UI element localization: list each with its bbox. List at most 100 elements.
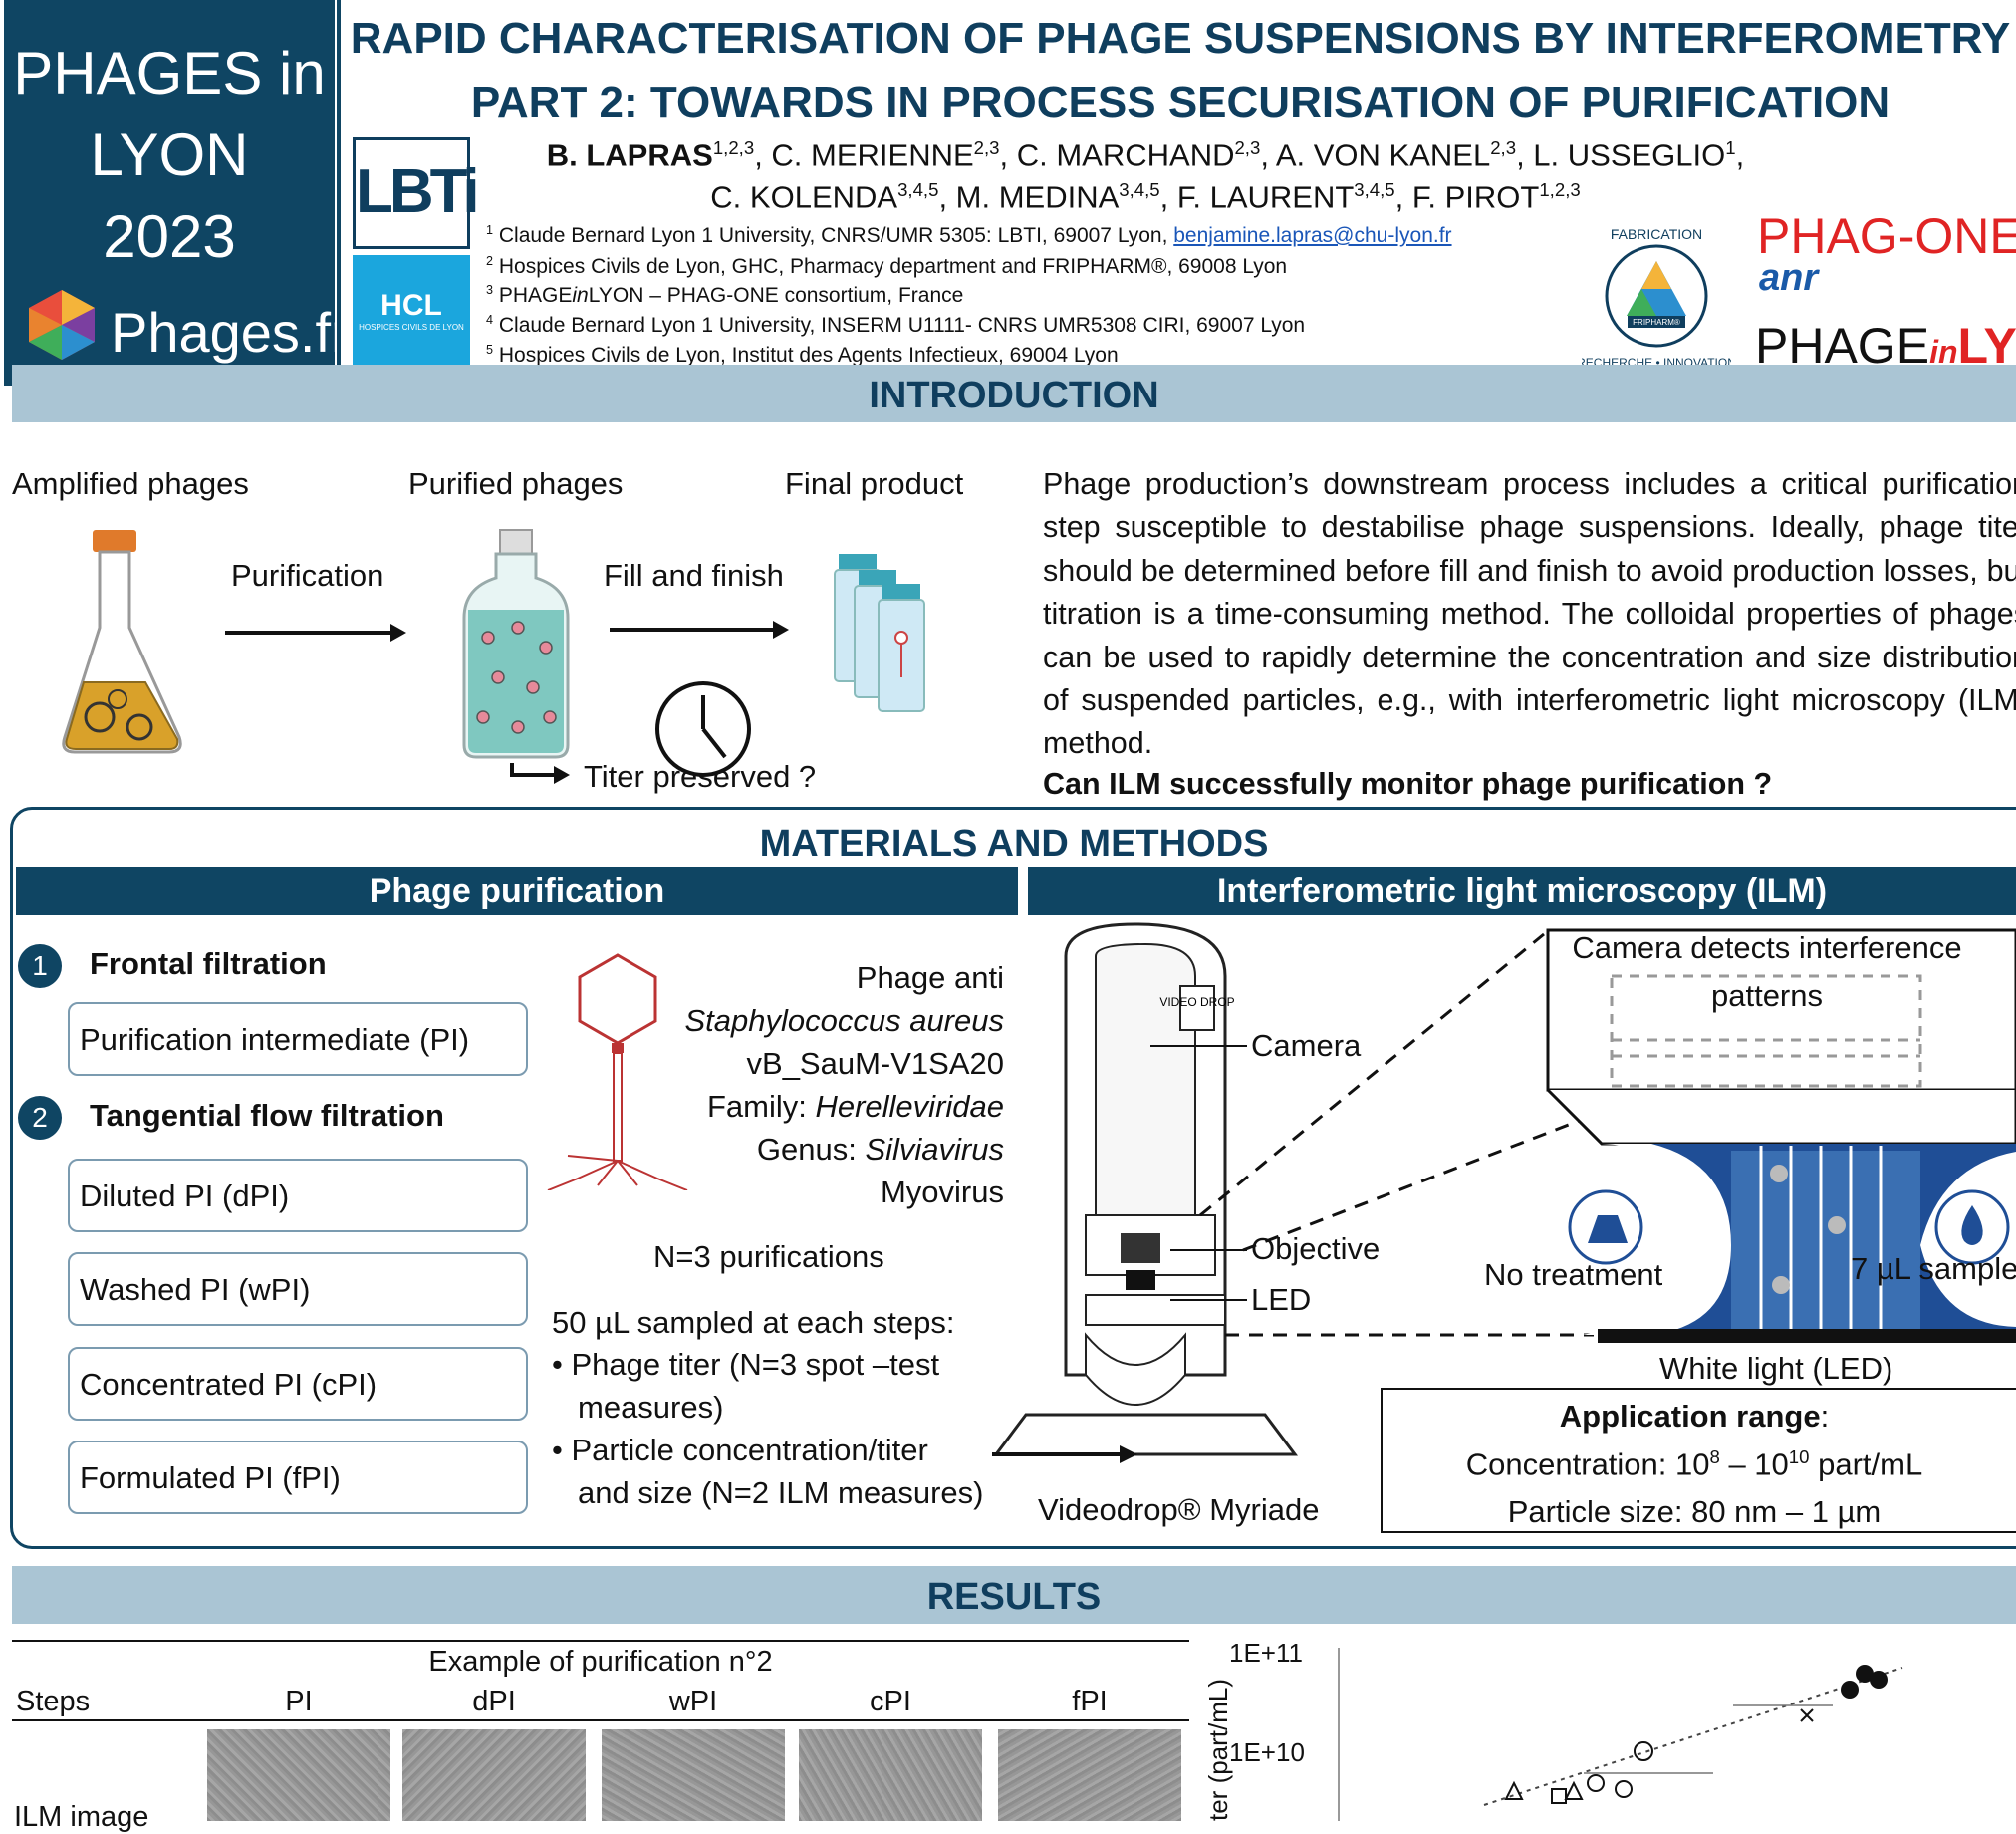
brand-line-1: PHAGES in — [13, 40, 326, 107]
bullet-1: • Phage titer (N=3 spot –test — [552, 1347, 940, 1382]
phage-line-6: Myovirus — [880, 1175, 1004, 1209]
application-range-title: Application range: — [1559, 1399, 1830, 1434]
conference-brand-panel: PHAGES in LYON 2023 Phages.fr — [4, 0, 350, 386]
phage-purification-heading: Phage purification — [16, 867, 1018, 915]
phage-icon — [547, 953, 688, 1190]
lbti-logo: LBTi — [353, 137, 480, 249]
data-point — [1856, 1665, 1874, 1683]
data-point — [1800, 1708, 1814, 1722]
poster-title-line-2: PART 2: TOWARDS IN PROCESS SECURISATION … — [470, 78, 1890, 127]
ilm-image-dpi — [402, 1729, 586, 1821]
phage-line-1: Phage anti — [856, 960, 1004, 995]
vials-icon — [834, 554, 925, 712]
application-range-concentration: Concentration: 108 – 1010 part/mL — [1465, 1446, 1923, 1482]
ilm-heading: Interferometric light microscopy (ILM) — [1028, 867, 2016, 915]
introduction-heading: INTRODUCTION — [12, 365, 2016, 422]
poster-title-line-1: RAPID CHARACTERISATION OF PHAGE SUSPENSI… — [350, 14, 2011, 63]
ilm-principle-diagram — [1546, 928, 2016, 1343]
svg-text:FABRICATION: FABRICATION — [1611, 226, 1702, 242]
affiliation-3: 3 PHAGEinLYON – PHAG-ONE consortium, Fra… — [486, 283, 964, 307]
table-top-rule — [12, 1640, 1189, 1642]
svg-text:FRIPHARM®: FRIPHARM® — [1633, 318, 1680, 327]
box-purification-intermediate: Purification intermediate (PI) — [68, 1002, 528, 1076]
introduction-question: Can ILM successfully monitor phage purif… — [1043, 767, 1773, 801]
svg-text:VIDEO DROP: VIDEO DROP — [1159, 995, 1234, 1009]
titer-scatter-chart — [1338, 1648, 1903, 1821]
affiliation-1: 1 Claude Bernard Lyon 1 University, CNRS… — [486, 223, 1452, 247]
brand-line-3: 2023 — [103, 203, 236, 270]
process-illustration — [62, 529, 925, 784]
data-point — [1564, 1780, 1584, 1800]
row-label-ilm-image: ILM image — [14, 1801, 149, 1833]
results-heading: RESULTS — [12, 1566, 2016, 1624]
bullet-2-cont: and size (N=2 ILM measures) — [578, 1475, 984, 1510]
camera-detects-1: Camera detects interference — [1572, 930, 1962, 965]
data-point — [1634, 1741, 1653, 1761]
col-wpi: wPI — [668, 1686, 718, 1717]
label-no-treatment: No treatment — [1484, 1257, 1663, 1292]
label-led: LED — [1251, 1282, 1312, 1317]
step-2-label: Tangential flow filtration — [90, 1098, 444, 1133]
data-point — [1615, 1780, 1633, 1798]
y-tick-1e10: 1E+10 — [1229, 1737, 1305, 1767]
col-steps: Steps — [16, 1686, 91, 1717]
affiliation-2: 2 Hospices Civils de Lyon, GHC, Pharmacy… — [486, 254, 1288, 278]
y-axis-label: ter (part/mL) — [1203, 1678, 1233, 1821]
methods-frame — [10, 807, 2016, 1549]
sampled-text: 50 µL sampled at each steps: — [552, 1305, 955, 1340]
label-fill-and-finish: Fill and finish — [604, 558, 784, 593]
col-fpi: fPI — [1072, 1686, 1108, 1717]
phage-in-lyon-logo: PHAGEinLYON — [1755, 318, 2016, 374]
application-range-size: Particle size: 80 nm – 1 µm — [1507, 1494, 1882, 1529]
fripharm-logo-icon: FRIPHARM® FABRICATION RECHERCHE • INNOVA… — [1582, 226, 1731, 370]
ilm-image-fpi — [998, 1729, 1181, 1821]
label-objective: Objective — [1251, 1231, 1381, 1266]
authors-line-2: C. KOLENDA3,4,5, M. MEDINA3,4,5, F. LAUR… — [710, 179, 1581, 215]
label-purification: Purification — [231, 558, 384, 593]
data-point — [1504, 1780, 1524, 1800]
affiliation-4: 4 Claude Bernard Lyon 1 University, INSE… — [486, 313, 1306, 337]
data-point — [1870, 1671, 1888, 1689]
label-purified-phages: Purified phages — [408, 466, 624, 501]
methods-heading: MATERIALS AND METHODS — [759, 823, 1269, 865]
label-camera: Camera — [1251, 1028, 1362, 1063]
step-2-badge: 2 — [18, 1096, 62, 1140]
author-email-link[interactable]: benjamine.lapras@chu-lyon.fr — [1173, 224, 1452, 247]
col-pi: PI — [285, 1686, 313, 1717]
col-dpi: dPI — [472, 1686, 516, 1717]
label-white-light: White light (LED) — [1659, 1351, 1893, 1386]
n-purifications: N=3 purifications — [653, 1239, 884, 1274]
bullet-2: • Particle concentration/titer — [552, 1433, 928, 1467]
arrow-icon — [390, 624, 406, 642]
label-sample-volume: 7 µL sample — [1851, 1251, 2016, 1286]
data-point — [1841, 1681, 1859, 1699]
box-diluted-pi: Diluted PI (dPI) — [68, 1159, 528, 1232]
bottle-icon — [462, 529, 570, 759]
data-point — [1587, 1774, 1605, 1792]
data-point — [1551, 1788, 1567, 1804]
label-amplified-phages: Amplified phages — [12, 466, 249, 501]
arrow-icon — [554, 766, 570, 784]
introduction-paragraph: Phage production’s downstream process in… — [1043, 467, 2016, 761]
phages-fr-logo-icon — [29, 290, 95, 360]
brand-site: Phages.fr — [111, 301, 350, 364]
phage-line-4: Family: Herelleviridae — [706, 1089, 1004, 1124]
col-cpi: cPI — [870, 1686, 911, 1717]
phage-line-2: Staphylococcus aureus — [684, 1003, 1004, 1038]
ilm-image-cpi — [799, 1729, 982, 1821]
box-formulated-pi: Formulated PI (fPI) — [68, 1441, 528, 1514]
step-1-badge: 1 — [18, 944, 62, 988]
phage-line-3: vB_SauM-V1SA20 — [746, 1046, 1004, 1081]
ilm-image-wpi — [602, 1729, 785, 1821]
videodrop-device-illustration: VIDEO DROP — [993, 922, 1643, 1456]
label-final-product: Final product — [785, 466, 964, 501]
box-concentrated-pi: Concentrated PI (cPI) — [68, 1347, 528, 1421]
hcl-logo: HCL HOSPICES CIVILS DE LYON — [353, 255, 470, 371]
bullet-1-cont: measures) — [578, 1390, 724, 1425]
y-tick-1e11: 1E+11 — [1229, 1638, 1303, 1668]
authors-line-1: B. LAPRAS1,2,3, C. MERIENNE2,3, C. MARCH… — [546, 137, 1745, 173]
results-table-title: Example of purification n°2 — [428, 1646, 773, 1678]
device-name: Videodrop® Myriade — [1038, 1492, 1320, 1527]
step-1-label: Frontal filtration — [90, 946, 327, 981]
camera-detects-2: patterns — [1710, 978, 1823, 1013]
